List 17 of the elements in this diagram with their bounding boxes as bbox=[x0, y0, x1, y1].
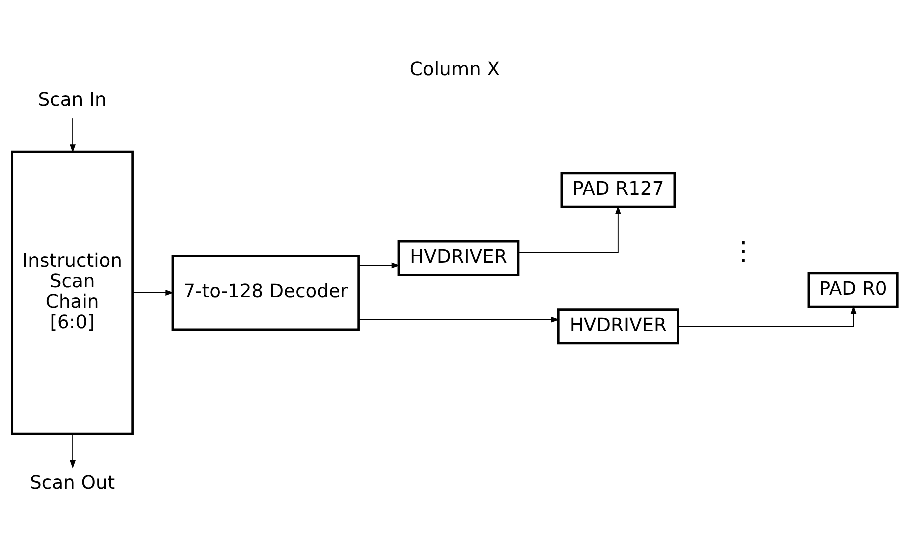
diagram-title: Column X bbox=[410, 58, 500, 80]
node-box: HVDRIVER bbox=[558, 308, 680, 344]
label: ⋮ bbox=[730, 236, 757, 267]
arrow bbox=[358, 316, 560, 322]
arrow bbox=[518, 205, 622, 253]
arrow bbox=[70, 433, 76, 468]
node-text: Scan In bbox=[38, 90, 107, 111]
node-box: 7-to-128 Decoder bbox=[172, 254, 360, 331]
arrow bbox=[70, 118, 76, 153]
arrow bbox=[358, 262, 400, 268]
node-text: Scan Out bbox=[30, 472, 116, 494]
node-box: HVDRIVER bbox=[398, 240, 520, 276]
node-box: PAD R127 bbox=[560, 172, 676, 208]
node-box: Instruction Scan Chain [6:0] bbox=[11, 150, 134, 435]
arrow bbox=[132, 290, 174, 296]
node-box: PAD R0 bbox=[808, 272, 899, 308]
arrow bbox=[678, 305, 857, 327]
